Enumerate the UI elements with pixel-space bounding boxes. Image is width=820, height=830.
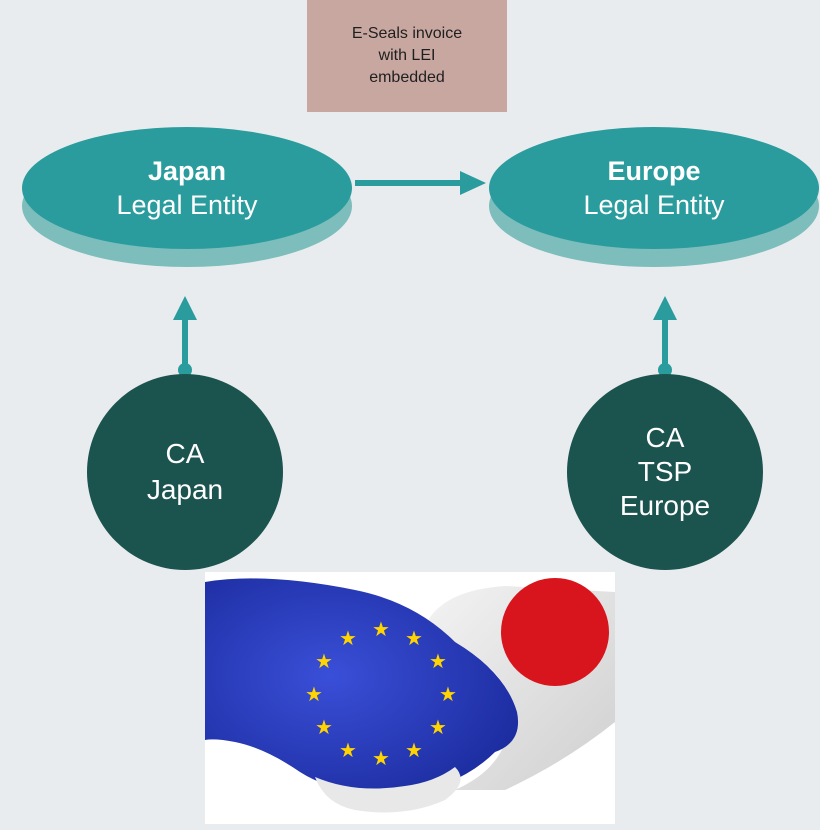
- note-line: embedded: [369, 69, 445, 86]
- arrow-ca-japan-up: [173, 296, 197, 377]
- ca-line: Japan: [146, 474, 224, 505]
- svg-text:★: ★: [405, 738, 423, 762]
- arrow-japan-to-europe: [355, 171, 486, 195]
- svg-text:★: ★: [439, 682, 457, 706]
- entity-role: Legal Entity: [116, 190, 258, 220]
- handshake-illustration: ★ ★ ★ ★ ★ ★ ★ ★ ★ ★ ★ ★: [205, 578, 615, 813]
- svg-text:★: ★: [429, 649, 447, 673]
- svg-text:★: ★: [315, 715, 333, 739]
- ca-line: CA: [645, 422, 685, 453]
- ca-line: Europe: [619, 490, 711, 521]
- lei-invoice-note: E-Seals invoice with LEI embedded: [307, 0, 507, 112]
- svg-text:★: ★: [372, 746, 390, 770]
- eu-japan-handshake-image: ★ ★ ★ ★ ★ ★ ★ ★ ★ ★ ★ ★: [205, 572, 615, 824]
- ca-japan-node: CA Japan: [87, 374, 283, 570]
- europe-legal-entity: Europe Legal Entity: [489, 127, 819, 267]
- svg-text:★: ★: [305, 682, 323, 706]
- entity-name: Europe: [607, 156, 701, 186]
- entity-role: Legal Entity: [583, 190, 725, 220]
- svg-text:★: ★: [339, 626, 357, 650]
- entity-ellipse: Japan Legal Entity: [22, 127, 352, 249]
- svg-text:★: ★: [429, 715, 447, 739]
- svg-text:★: ★: [315, 649, 333, 673]
- entity-name: Japan: [147, 156, 227, 186]
- ca-line: CA: [165, 438, 205, 469]
- ca-tsp-europe-node: CA TSP Europe: [567, 374, 763, 570]
- entity-ellipse: Europe Legal Entity: [489, 127, 819, 249]
- note-line: E-Seals invoice: [351, 25, 463, 42]
- japan-legal-entity: Japan Legal Entity: [22, 127, 352, 267]
- svg-text:★: ★: [405, 626, 423, 650]
- svg-text:★: ★: [372, 617, 390, 641]
- svg-text:★: ★: [339, 738, 357, 762]
- arrow-ca-europe-up: [653, 296, 677, 377]
- ca-line: TSP: [637, 456, 693, 487]
- note-line: with LEI: [378, 47, 436, 64]
